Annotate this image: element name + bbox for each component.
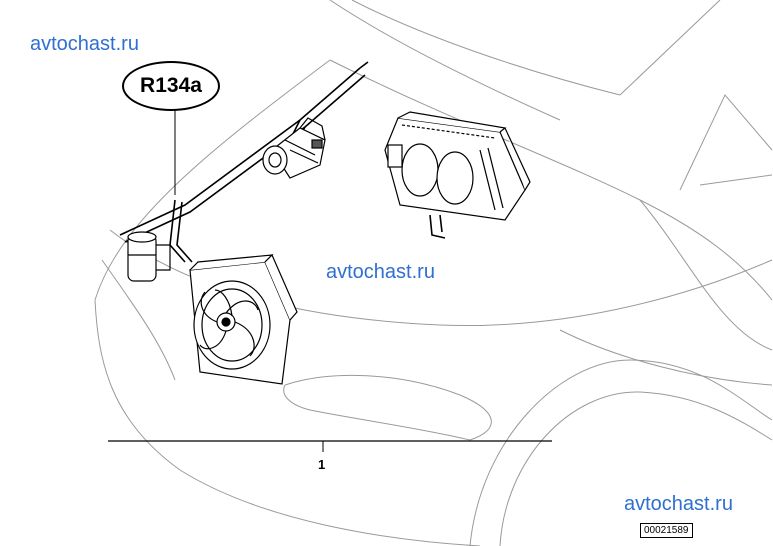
car-body-outline — [94, 0, 773, 546]
heater-evaporator-housing — [384, 111, 531, 239]
diagram-id-label: 00021589 — [640, 523, 693, 538]
watermark-text: avtochast.ru — [326, 261, 435, 283]
condenser-fan-assembly — [189, 253, 298, 385]
watermark-text: avtochast.ru — [30, 33, 139, 55]
ac-compressor — [262, 117, 326, 179]
part-number-label: 1 — [318, 457, 326, 472]
watermark-text: avtochast.ru — [624, 493, 733, 515]
receiver-drier — [127, 231, 171, 282]
refrigerant-badge: R134a — [122, 61, 220, 111]
part-callout — [108, 440, 552, 452]
